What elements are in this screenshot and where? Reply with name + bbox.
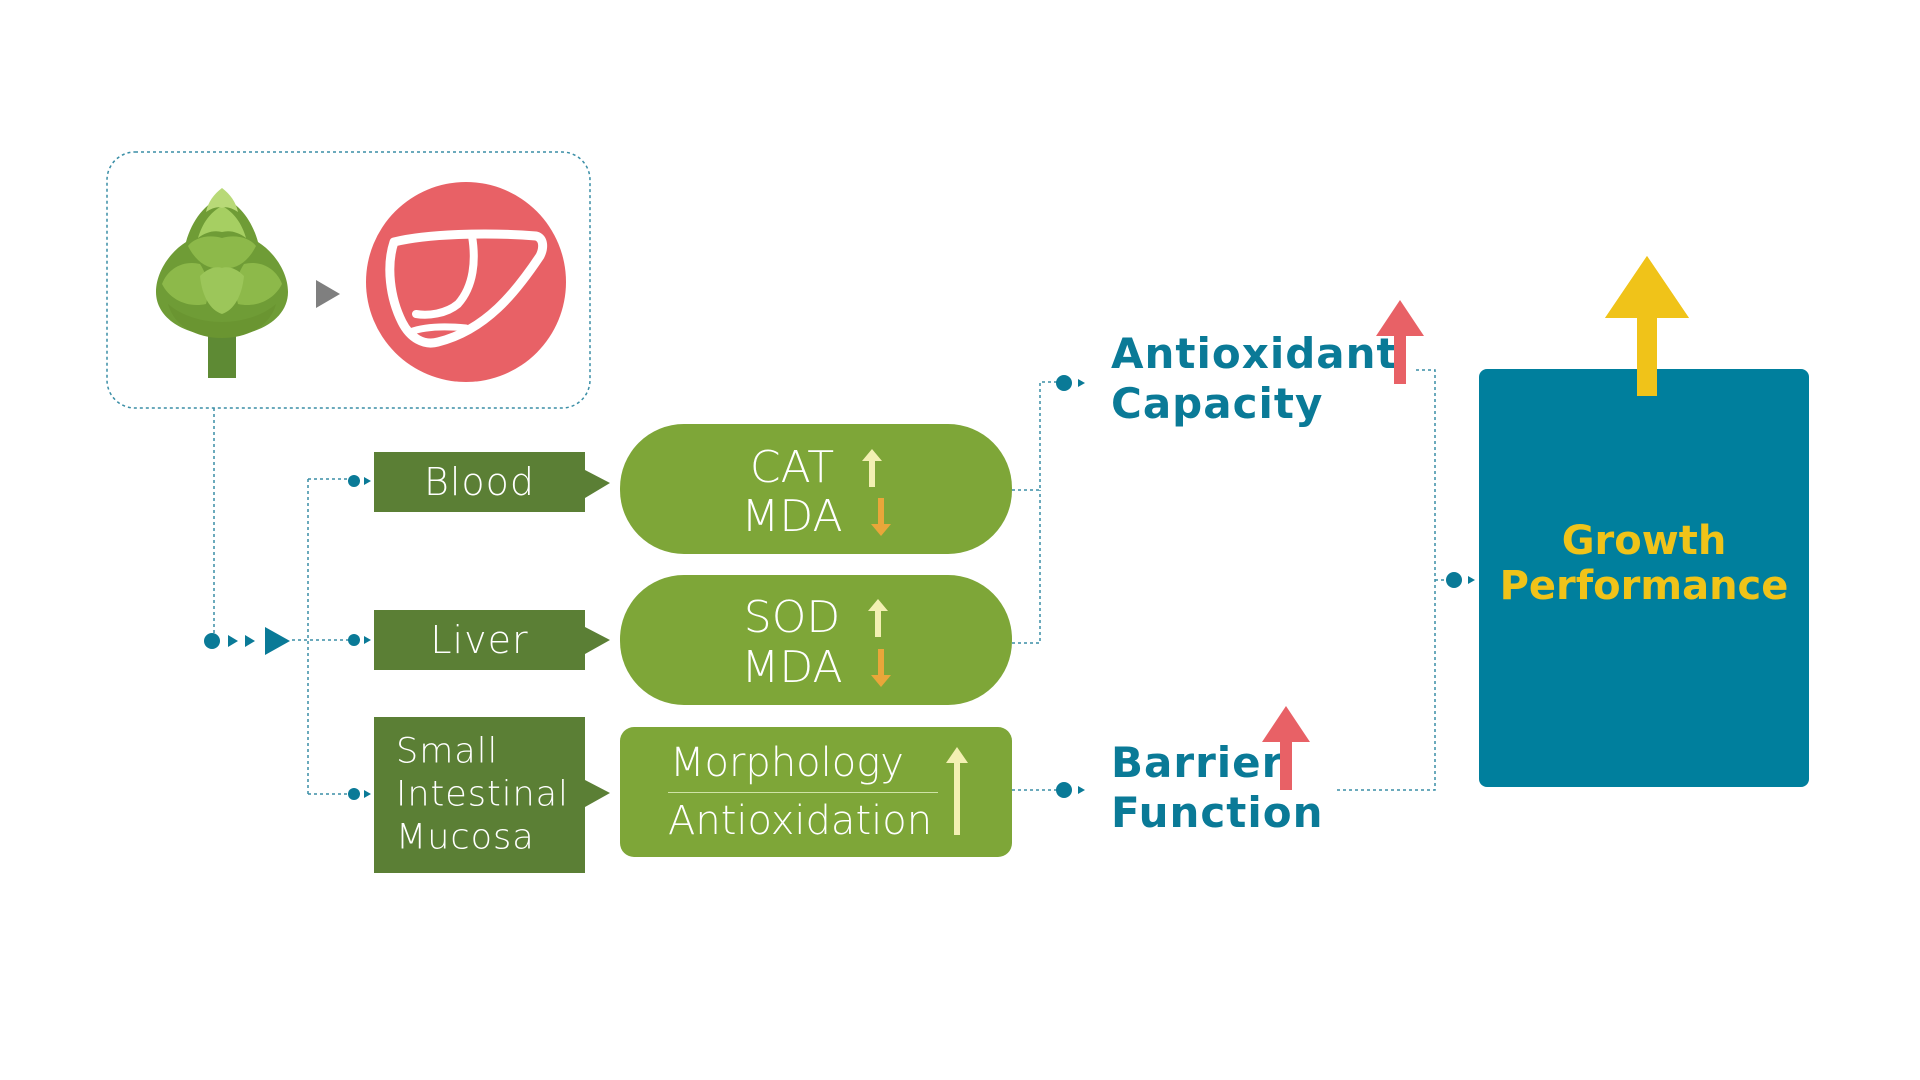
marker-label: Antioxidation xyxy=(668,798,933,844)
growth-arrow-icon xyxy=(1605,256,1689,396)
tissue-box-mucosa: Small Intestinal Mucosa xyxy=(374,717,585,873)
growth-label-line: Performance xyxy=(1499,563,1789,609)
outcome-label-line: Function xyxy=(1111,788,1324,837)
connector-dot xyxy=(204,633,220,649)
small-arrow xyxy=(245,635,255,647)
marker-label: MDA xyxy=(741,642,843,693)
tissue-label-liver: Liver xyxy=(430,618,529,662)
tissue-label-line: Mucosa xyxy=(396,817,535,858)
outcome-label-line: Antioxidant xyxy=(1111,329,1398,378)
marker-row: MDA xyxy=(620,641,1012,693)
growth-label-line: Growth xyxy=(1561,518,1727,564)
arrow-up-icon xyxy=(868,599,889,637)
marker-pill-blood: CAT MDA xyxy=(620,424,1012,554)
small-arrow xyxy=(364,636,371,644)
marker-row: MDA xyxy=(620,490,1012,542)
tissue-label-line: Intestinal xyxy=(396,774,569,815)
small-arrow xyxy=(228,635,238,647)
pointer-liver xyxy=(585,627,610,654)
growth-performance-label: Growth Performance xyxy=(1479,519,1809,609)
connector-dot xyxy=(1056,375,1072,391)
wire-liver-to-antioxidant xyxy=(1012,490,1041,644)
tissue-box-liver: Liver xyxy=(374,610,585,670)
arrow-up-icon xyxy=(946,747,968,835)
pointer-mucosa xyxy=(585,780,610,807)
marker-label: SOD xyxy=(743,592,841,643)
input-box-outline xyxy=(106,151,591,409)
artichoke-icon xyxy=(156,188,288,378)
liver-icon xyxy=(366,182,566,382)
tissue-label-mucosa: Small Intestinal Mucosa xyxy=(374,731,585,860)
connector-dot xyxy=(1446,572,1462,588)
small-arrow xyxy=(1078,379,1085,387)
marker-row: SOD xyxy=(620,591,1012,643)
tissue-label-line: Small xyxy=(396,731,499,772)
wire-outcomes-merge xyxy=(1336,369,1436,791)
small-arrow xyxy=(1468,576,1475,584)
tissue-box-blood: Blood xyxy=(374,452,585,512)
marker-label: Morphology xyxy=(670,740,904,786)
marker-pill-mucosa: Morphology Antioxidation xyxy=(620,727,1012,857)
marker-row: CAT xyxy=(620,441,1012,493)
connector-dot xyxy=(348,788,360,800)
connector-dot xyxy=(348,634,360,646)
marker-label: CAT xyxy=(749,442,835,493)
outcome-label-line: Capacity xyxy=(1111,379,1324,428)
marker-label: MDA xyxy=(741,491,843,542)
branch-arrow xyxy=(265,627,290,655)
connector-dot xyxy=(1056,782,1072,798)
pointer-blood xyxy=(585,470,610,498)
divider xyxy=(668,792,938,793)
small-arrow xyxy=(364,477,371,485)
marker-pill-liver: SOD MDA xyxy=(620,575,1012,705)
transition-arrow-icon xyxy=(316,280,340,308)
growth-performance-box: Growth Performance xyxy=(1479,369,1809,787)
arrow-up-icon xyxy=(862,449,883,487)
arrow-down-icon xyxy=(870,649,891,687)
outcome-label-line: Barrier xyxy=(1111,738,1284,787)
arrow-up-icon xyxy=(1376,300,1424,384)
outcome-antioxidant-capacity: Antioxidant Capacity xyxy=(1111,329,1398,429)
tissue-label-blood: Blood xyxy=(423,460,536,504)
arrow-down-icon xyxy=(870,498,891,536)
connector-dot xyxy=(348,475,360,487)
wire-blood-to-antioxidant xyxy=(1012,381,1058,491)
small-arrow xyxy=(364,790,371,798)
outcome-barrier-function: Barrier Function xyxy=(1111,738,1324,838)
small-arrow xyxy=(1078,786,1085,794)
arrow-up-icon xyxy=(1262,706,1310,790)
